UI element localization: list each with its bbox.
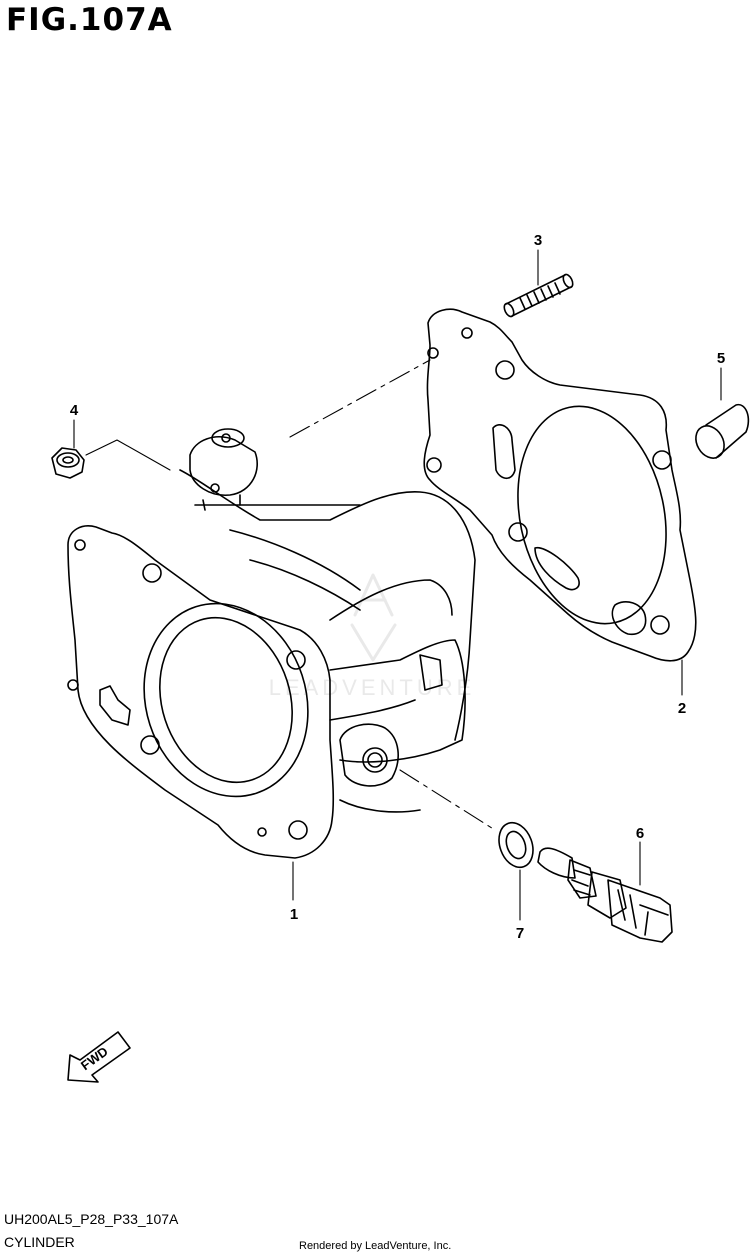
render-credit: Rendered by LeadVenture, Inc. bbox=[299, 1240, 452, 1252]
callout-1[interactable]: 1 bbox=[290, 906, 298, 923]
callout-7[interactable]: 7 bbox=[516, 925, 524, 942]
drawing-code: UH200AL5_P28_P33_107A bbox=[4, 1211, 179, 1227]
assembly-line-stud bbox=[289, 359, 431, 438]
assembly-line-washer bbox=[399, 769, 496, 831]
watermark: LEADVENTURE bbox=[269, 573, 476, 700]
dowel-pin[interactable] bbox=[690, 403, 750, 464]
callout-2[interactable]: 2 bbox=[678, 700, 686, 717]
fwd-arrow: FWD bbox=[67, 1031, 131, 1083]
part-name: CYLINDER bbox=[4, 1234, 75, 1250]
nut[interactable] bbox=[51, 447, 85, 479]
callout-3[interactable]: 3 bbox=[534, 232, 542, 249]
callout-6[interactable]: 6 bbox=[636, 825, 644, 842]
callout-4[interactable]: 4 bbox=[70, 402, 79, 419]
watermark-text: LEADVENTURE bbox=[269, 675, 476, 700]
washer[interactable] bbox=[493, 818, 539, 872]
cylinder-gasket[interactable] bbox=[423, 308, 697, 662]
temperature-sensor[interactable] bbox=[537, 847, 673, 943]
callout-5[interactable]: 5 bbox=[717, 350, 725, 367]
leader-4 bbox=[73, 419, 171, 471]
stud-bolt[interactable] bbox=[502, 273, 574, 318]
cylinder-body[interactable] bbox=[67, 428, 476, 859]
figure-title: FIG.107A bbox=[6, 2, 173, 38]
